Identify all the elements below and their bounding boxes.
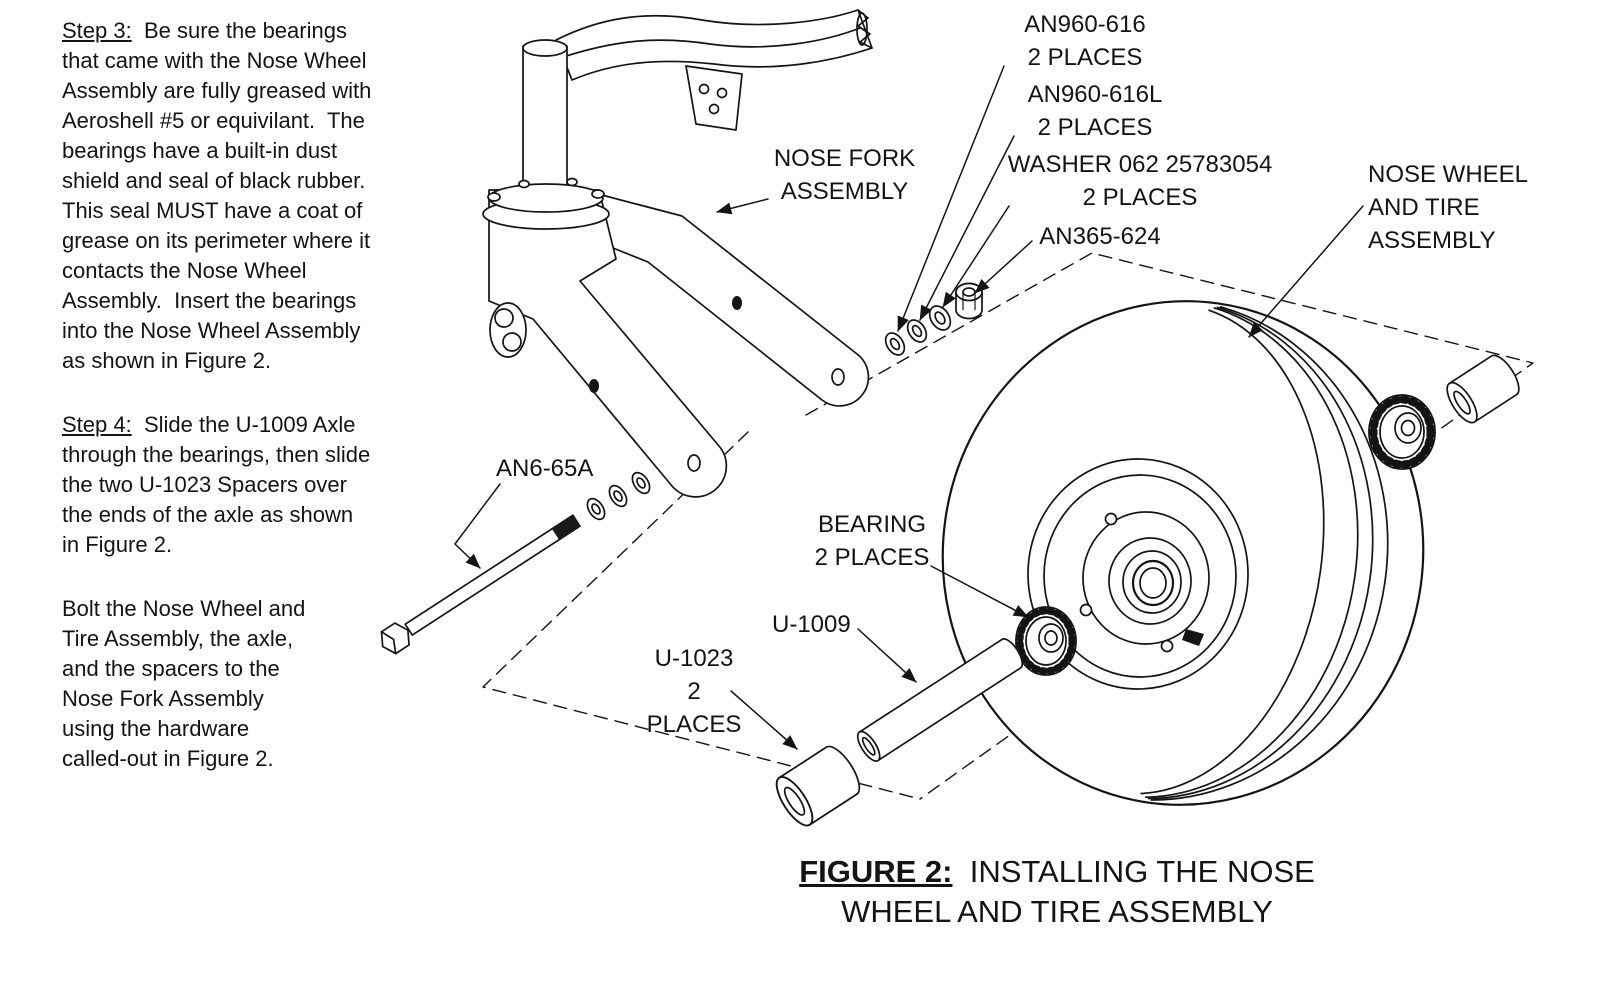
step3-text: Be sure the bearings that came with the …: [62, 18, 372, 373]
callout-nose-wheel-assembly: NOSE WHEEL AND TIRE ASSEMBLY: [1368, 161, 1529, 254]
step4-text: Slide the U-1009 Axle through the bearin…: [62, 412, 371, 557]
figure-caption: FIGURE 2: INSTALLING THE NOSE WHEEL AND …: [752, 852, 1362, 932]
callout-nose-fork-assembly: NOSE FORK ASSEMBLY: [773, 145, 916, 205]
nut-drawing: [955, 282, 983, 320]
steering-arm-drawing: [522, 9, 873, 199]
callout-an960-616l: AN960-616L 2 PLACES: [1027, 81, 1163, 141]
washer-stack-upper-drawing: [884, 305, 952, 356]
axle-bolt-drawing: [380, 514, 581, 655]
washer-stack-lower-drawing: [586, 471, 651, 521]
bearing-left-drawing: [1015, 606, 1077, 676]
bearing-right-drawing: [1368, 394, 1436, 470]
figure-caption-label: FIGURE 2:: [799, 854, 953, 889]
step4-label: Step 4:: [62, 412, 132, 437]
step3-paragraph: Step 3: Be sure the bearings that came w…: [62, 16, 457, 376]
spacer-right-drawing: [1446, 354, 1520, 424]
tire-drawing: [941, 300, 1425, 806]
callout-an960-616: AN960-616 2 PLACES: [1024, 11, 1146, 71]
u1023-spacer-drawing: [775, 745, 861, 827]
wheel-hub-drawing: [1027, 458, 1249, 690]
leader-lines: [454, 65, 1364, 750]
callout-bearing: BEARING 2 PLACES: [814, 511, 930, 571]
callout-washer-062: WASHER 062 25783054 2 PLACES: [1007, 151, 1273, 211]
callout-u-1023: U-1023 2 PLACES: [646, 645, 742, 738]
closing-paragraph: Bolt the Nose Wheel and Tire Assembly, t…: [62, 594, 457, 774]
callout-u-1009: U-1009: [772, 611, 851, 638]
instruction-text-block: Step 3: Be sure the bearings that came w…: [62, 16, 457, 808]
step4-paragraph: Step 4: Slide the U-1009 Axle through th…: [62, 410, 457, 560]
u1009-axle-drawing: [856, 638, 1024, 762]
figure-caption-text: INSTALLING THE NOSE WHEEL AND TIRE ASSEM…: [841, 854, 1315, 929]
step3-label: Step 3:: [62, 18, 132, 43]
nose-fork-drawing: [482, 177, 870, 498]
callout-an365-624: AN365-624: [1039, 223, 1161, 250]
closing-text: Bolt the Nose Wheel and Tire Assembly, t…: [62, 596, 306, 771]
callout-an6-65a: AN6-65A: [496, 455, 594, 482]
